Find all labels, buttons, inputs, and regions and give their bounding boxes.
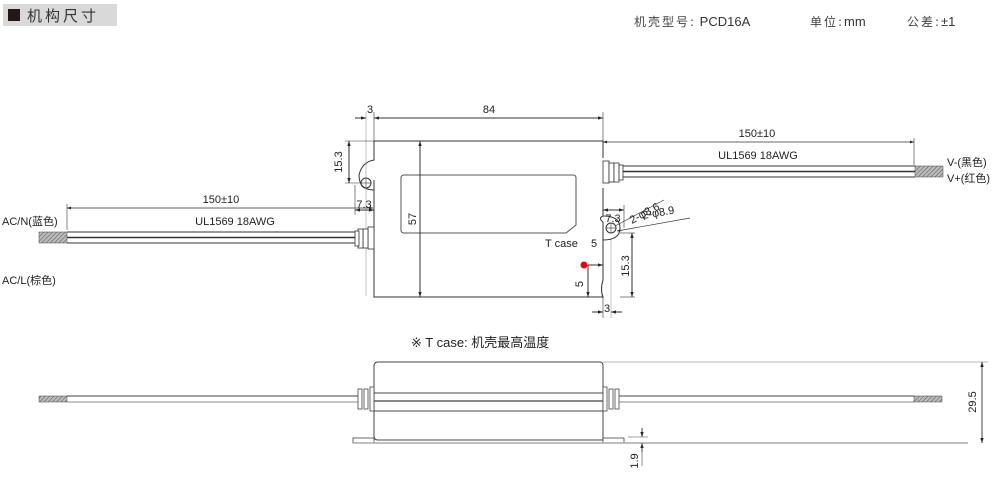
unit-value: mm	[844, 14, 866, 29]
square-bullet-icon	[8, 9, 20, 21]
tcase-note: ※ T case: 机壳最高温度	[411, 335, 549, 350]
input-wire-line: AC/L(棕色)	[2, 273, 56, 287]
output-cable	[602, 138, 944, 184]
dim-body-width: 57	[407, 213, 419, 225]
label-window	[400, 174, 577, 234]
unit: 单位:mm	[810, 14, 866, 29]
output-cable-spec: UL1569 18AWG	[718, 150, 798, 162]
case-model-value: PCD16A	[699, 14, 751, 29]
tolerance: 公差:±1	[907, 14, 956, 29]
dim-hole-large: 2-φ8.9	[641, 205, 675, 222]
output-cable-length: 150±10	[739, 128, 776, 140]
mount-tab-bottom-right	[602, 215, 621, 241]
dim-tab-width: 3	[367, 104, 373, 116]
tcase-point-marker	[580, 261, 588, 269]
dim-hole-x-right: 7.3	[605, 213, 620, 225]
side-view	[38, 361, 988, 466]
case-model: 机壳型号: PCD16A	[634, 14, 751, 29]
dim-height: 29.5	[967, 391, 979, 412]
dim-tab-offset-top: 15.3	[333, 151, 345, 172]
input-cable-spec: UL1569 18AWG	[195, 216, 275, 228]
section-title-box: 机构尺寸	[3, 4, 117, 26]
input-cable	[38, 204, 375, 250]
stripped-wire-end	[913, 395, 943, 403]
dim-tab-thickness: 1.9	[629, 453, 641, 468]
side-case-outline	[373, 361, 604, 441]
output-wire-negative: V-(黑色)	[947, 155, 987, 169]
dim-hole-x-left: 7.3	[356, 199, 371, 211]
stripped-wire-end	[38, 395, 68, 403]
dim-tab-width-bottom: 3	[604, 303, 610, 315]
section-title: 机构尺寸	[27, 6, 100, 25]
dim-body-length: 84	[483, 104, 495, 116]
dim-tcase-x: 5	[591, 238, 597, 250]
output-wire-positive: V+(红色)	[947, 171, 990, 185]
input-wire-neutral: AC/N(蓝色)	[2, 214, 58, 228]
input-cable-length: 150±10	[203, 194, 240, 206]
stripped-wire-end	[38, 231, 68, 244]
stripped-wire-end	[914, 165, 944, 178]
dim-tcase-y: 5	[574, 281, 586, 287]
tcase-label: T case	[545, 238, 578, 250]
dim-tab-offset-bottom: 15.3	[620, 255, 632, 276]
tolerance-value: ±1	[941, 14, 956, 29]
